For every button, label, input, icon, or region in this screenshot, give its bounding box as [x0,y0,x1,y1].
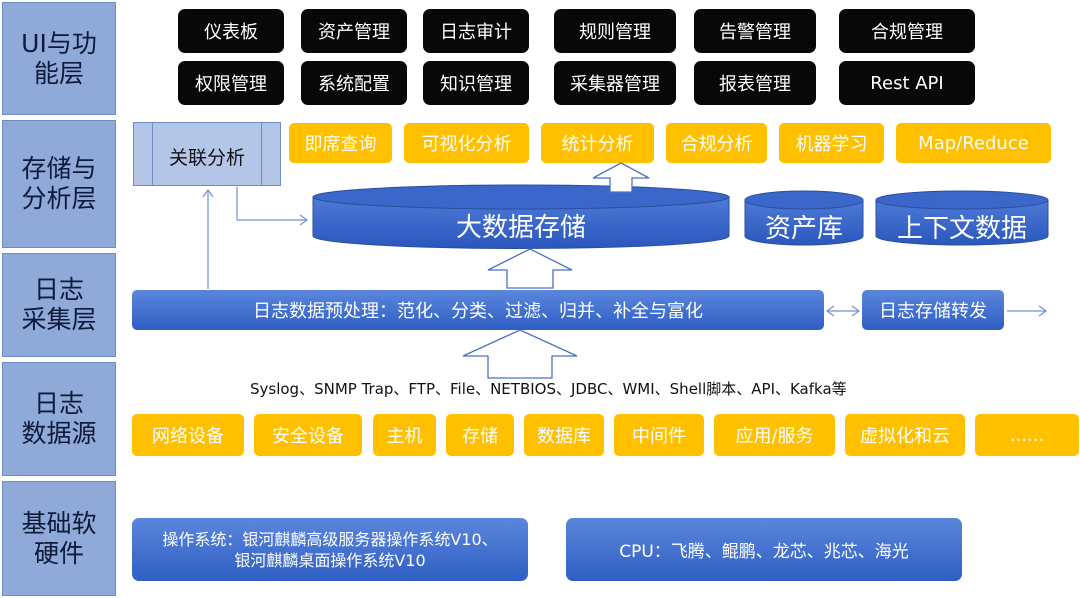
log-storage-forward: 日志存储转发 [862,290,1004,330]
ui-module-collector-mgmt[interactable]: 采集器管理 [554,61,676,105]
source-security-device: 安全设备 [254,414,362,456]
analysis-machine-learning[interactable]: 机器学习 [779,123,884,163]
arrow-preprocess-to-correlation [202,188,214,289]
asset-db-label: 资产库 [764,214,843,244]
layer-log-source: 日志数据源 [2,362,116,476]
layer-label-line1: 基础软 [21,508,97,538]
layer-label-line2: 能层 [33,58,84,88]
double-arrow-preprocess-forward [825,305,861,317]
layer-infrastructure: 基础软硬件 [2,481,116,596]
layer-label-line2: 硬件 [33,538,84,568]
ui-module-alert-mgmt[interactable]: 告警管理 [694,9,816,53]
ui-module-permission-mgmt[interactable]: 权限管理 [178,61,284,105]
correlation-left-bar [152,123,153,185]
ui-module-compliance-mgmt[interactable]: 合规管理 [839,9,975,53]
up-arrow-to-preprocess [462,329,578,379]
layer-label-line1: 日志 [33,389,84,418]
analysis-map-reduce[interactable]: Map/Reduce [896,123,1051,163]
analysis-statistics[interactable]: 统计分析 [541,123,654,163]
os-info-box: 操作系统：银河麒麟高级服务器操作系统V10、 银河麒麟桌面操作系统V10 [132,518,528,581]
log-preprocess-bar: 日志数据预处理：范化、分类、过滤、归并、补全与富化 [132,290,824,330]
ui-module-asset-mgmt[interactable]: 资产管理 [301,9,407,53]
layer-label-line2: 分析层 [21,184,97,213]
ui-module-rule-mgmt[interactable]: 规则管理 [554,9,676,53]
arrow-correlation-to-storage [236,187,309,226]
arrow-forward-out [1007,305,1048,317]
layer-label-line1: 存储与 [21,154,97,183]
ui-module-log-audit[interactable]: 日志审计 [423,9,529,53]
collection-protocols: Syslog、SNMP Trap、FTP、File、NETBIOS、JDBC、W… [250,380,847,398]
layer-label-line1: 日志 [33,275,84,304]
layer-label-line2: 采集层 [21,305,97,334]
source-app-service: 应用/服务 [714,414,835,456]
ui-module-rest-api[interactable]: Rest API [839,61,975,105]
up-arrow-to-analysis [592,162,650,193]
asset-db-cylinder [744,190,864,246]
up-arrow-to-storage [487,248,573,289]
layer-label-line2: 数据源 [21,419,97,448]
context-data-cylinder [875,190,1049,246]
ui-module-dashboard[interactable]: 仪表板 [178,9,284,53]
source-more: ...... [975,414,1079,456]
layer-ui: UI与功能层 [2,2,116,115]
correlation-analysis-label: 关联分析 [168,147,245,169]
source-host: 主机 [373,414,436,456]
source-network-device: 网络设备 [132,414,244,456]
ui-module-system-config[interactable]: 系统配置 [301,61,407,105]
context-data-label: 上下文数据 [896,214,1027,244]
source-middleware: 中间件 [614,414,704,456]
ui-module-knowledge-mgmt[interactable]: 知识管理 [423,61,529,105]
source-database: 数据库 [524,414,604,456]
os-line-2: 银河麒麟桌面操作系统V10 [234,550,426,570]
layer-storage-analysis: 存储与分析层 [2,120,116,248]
layer-label-line1: UI与功 [21,28,97,58]
analysis-adhoc-query[interactable]: 即席查询 [289,123,392,163]
ui-module-report-mgmt[interactable]: 报表管理 [694,61,816,105]
source-storage: 存储 [446,414,514,456]
source-virtualization-cloud: 虚拟化和云 [845,414,965,456]
cpu-info-box: CPU：飞腾、鲲鹏、龙芯、兆芯、海光 [566,518,962,581]
big-data-storage-label: 大数据存储 [455,213,586,243]
layer-log-collection: 日志采集层 [2,253,116,357]
analysis-visualization[interactable]: 可视化分析 [404,123,529,163]
analysis-compliance[interactable]: 合规分析 [666,123,767,163]
correlation-right-bar [261,123,262,185]
os-line-1: 操作系统：银河麒麟高级服务器操作系统V10、 [162,529,498,549]
correlation-analysis-box: 关联分析 [133,122,281,186]
